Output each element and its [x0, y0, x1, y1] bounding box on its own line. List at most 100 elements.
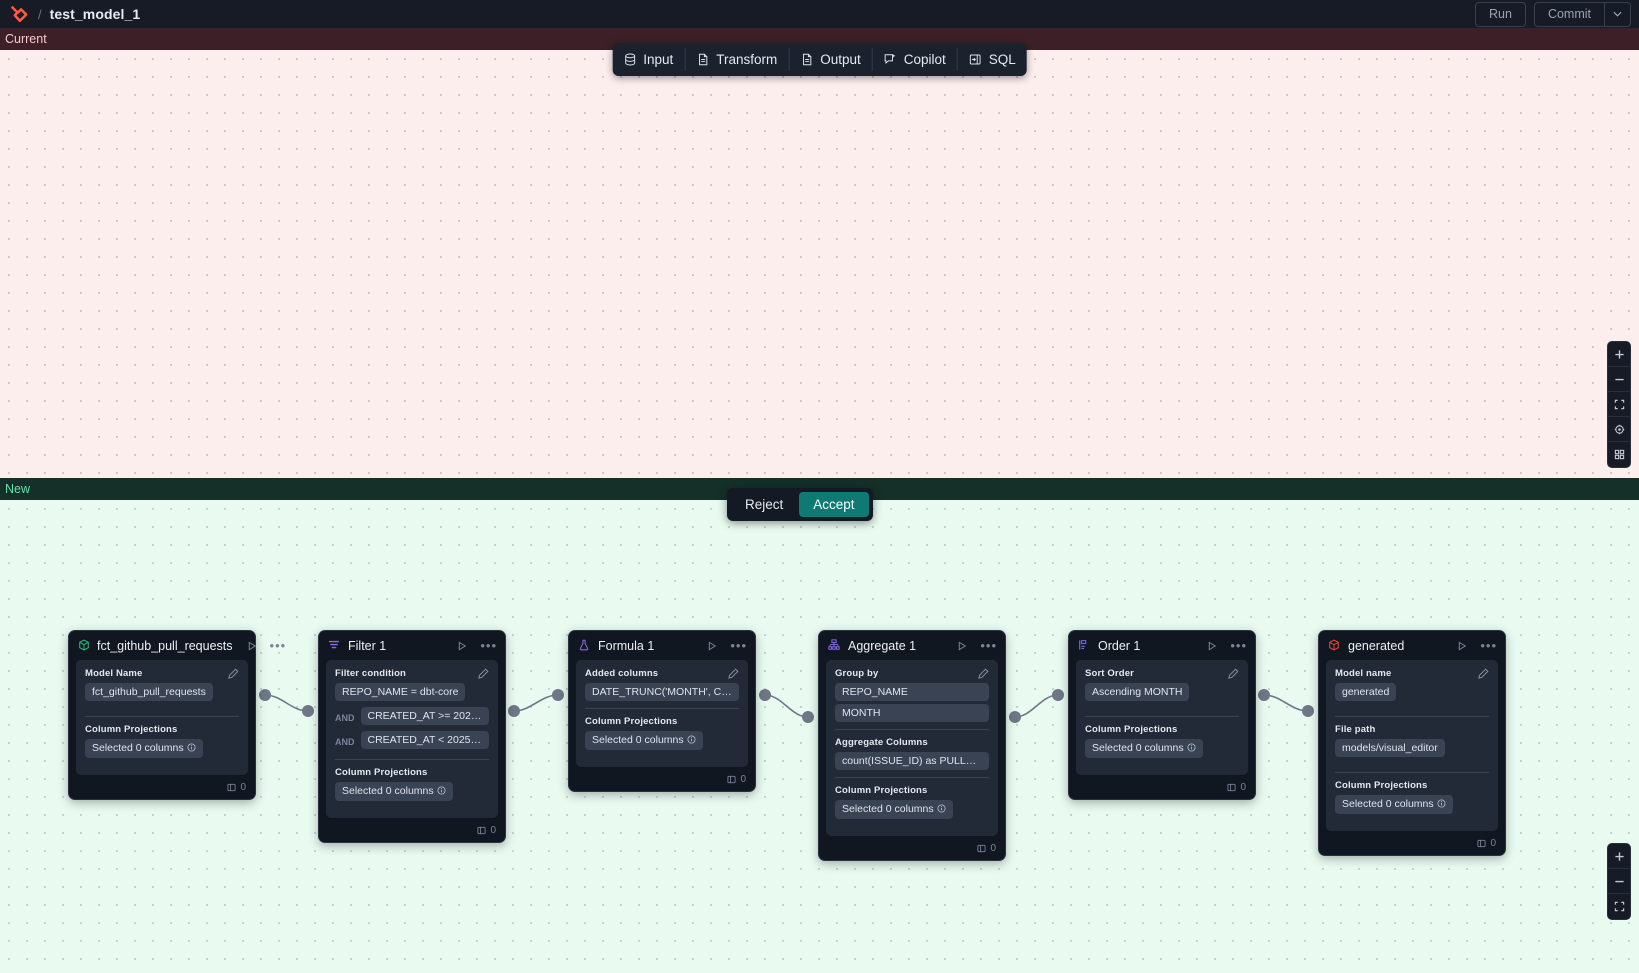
more-horizontal-icon[interactable]: •••	[980, 638, 997, 653]
node-aggregate-1[interactable]: Aggregate 1 ••• Group by REPO_NAME MONTH…	[818, 630, 1006, 861]
node-order-1[interactable]: Order 1 ••• Sort Order Ascending MONTH C…	[1068, 630, 1256, 800]
more-horizontal-icon[interactable]: •••	[1230, 638, 1247, 653]
pencil-icon[interactable]	[478, 668, 489, 679]
zoom-in-icon[interactable]	[1608, 844, 1630, 869]
column-projections-value[interactable]: Selected 0 columns	[1335, 795, 1453, 814]
pencil-icon[interactable]	[228, 668, 239, 679]
toolbar-item-copilot-label: Copilot	[903, 52, 946, 67]
section-label: Filter condition	[335, 668, 407, 679]
cube-green-icon	[78, 639, 90, 652]
play-icon[interactable]	[247, 640, 257, 651]
info-icon[interactable]	[187, 743, 196, 755]
node-generated[interactable]: generated ••• Model name generated File …	[1318, 630, 1506, 856]
filter-condition-value[interactable]: REPO_NAME = dbt-core	[335, 683, 466, 701]
divider	[1335, 772, 1489, 773]
toolbar-item-sql[interactable]: SQL	[958, 43, 1027, 76]
top-bar: / test_model_1 Run Commit	[0, 0, 1639, 28]
diff-action-bar: Reject Accept	[727, 488, 873, 521]
node-body: Model name generated File path models/vi…	[1326, 660, 1498, 831]
node-footer: 0	[819, 843, 1005, 860]
rows-icon	[1477, 839, 1486, 848]
filter-condition-value[interactable]: CREATED_AT >= 2024-12-01	[360, 707, 489, 725]
fit-view-icon[interactable]	[1608, 894, 1630, 919]
sort-order-value[interactable]: Ascending MONTH	[1085, 683, 1190, 701]
chevron-down-icon[interactable]	[1604, 2, 1630, 26]
pencil-icon[interactable]	[728, 668, 739, 679]
canvas-toolbar: Input Transform Output Copilot SQL	[612, 43, 1027, 76]
play-icon[interactable]	[957, 640, 967, 651]
info-icon[interactable]	[687, 735, 696, 747]
column-projections-text: Selected 0 columns	[1092, 742, 1184, 754]
rows-icon	[477, 826, 486, 835]
column-projections-value[interactable]: Selected 0 columns	[1085, 739, 1203, 758]
sql-panel-icon	[969, 53, 983, 67]
toolbar-divider	[956, 48, 958, 71]
row-count: 0	[740, 774, 746, 785]
toolbar-item-input[interactable]: Input	[612, 43, 684, 76]
pencil-icon[interactable]	[1478, 668, 1489, 679]
play-icon[interactable]	[457, 640, 467, 651]
node-footer: 0	[569, 774, 755, 791]
section-label: Column Projections	[1085, 724, 1178, 735]
toolbar-divider	[788, 48, 790, 71]
section-label: Model name	[1335, 668, 1392, 679]
top-bar-actions: Run Commit	[1475, 1, 1631, 27]
more-horizontal-icon[interactable]: •••	[730, 638, 747, 653]
grid-icon[interactable]	[1608, 442, 1630, 467]
node-header: Filter 1 •••	[319, 631, 505, 660]
info-icon[interactable]	[1187, 743, 1196, 755]
group-by-value[interactable]: MONTH	[835, 704, 989, 722]
column-projections-value[interactable]: Selected 0 columns	[835, 800, 953, 819]
node-body: Model Name fct_github_pull_requests Colu…	[76, 660, 248, 775]
section-label: Column Projections	[835, 785, 928, 796]
added-columns-value[interactable]: DATE_TRUNC('MONTH', CREATED_AT...	[585, 683, 739, 701]
pencil-icon[interactable]	[978, 668, 989, 679]
aggregate-columns-value[interactable]: count(ISSUE_ID) as PULL_REQUEST_...	[835, 752, 989, 770]
new-pane-zoom-controls	[1607, 843, 1631, 920]
toolbar-item-copilot[interactable]: Copilot	[873, 43, 957, 76]
filter-condition-row: REPO_NAME = dbt-core	[335, 683, 489, 704]
model-name-value[interactable]: generated	[1335, 683, 1397, 701]
node-formula-1[interactable]: Formula 1 ••• Added columns DATE_TRUNC('…	[568, 630, 756, 792]
group-by-value[interactable]: REPO_NAME	[835, 683, 989, 701]
more-horizontal-icon[interactable]: •••	[480, 638, 497, 653]
more-horizontal-icon[interactable]: •••	[269, 638, 287, 653]
copilot-sparkle-icon	[884, 53, 898, 67]
column-projections-value[interactable]: Selected 0 columns	[335, 782, 453, 801]
node-body: Sort Order Ascending MONTH Column Projec…	[1076, 660, 1248, 775]
dbt-logo-icon[interactable]	[8, 3, 30, 25]
filter-condition-value[interactable]: CREATED_AT < 2025-03-01	[360, 731, 489, 749]
play-icon[interactable]	[707, 640, 717, 651]
condition-operator: AND	[335, 712, 355, 723]
column-projections-value[interactable]: Selected 0 columns	[85, 739, 203, 758]
column-projections-value[interactable]: Selected 0 columns	[585, 731, 703, 750]
filter-condition-row: AND CREATED_AT >= 2024-12-01	[335, 707, 489, 728]
toolbar-item-transform[interactable]: Transform	[685, 43, 788, 76]
database-icon	[623, 52, 637, 67]
reject-button[interactable]: Reject	[745, 497, 784, 512]
fit-view-icon[interactable]	[1608, 392, 1630, 417]
play-icon[interactable]	[1207, 640, 1217, 651]
section-label: Column Projections	[335, 767, 428, 778]
info-icon[interactable]	[437, 786, 446, 798]
zoom-out-icon[interactable]	[1608, 869, 1630, 894]
run-button[interactable]: Run	[1475, 1, 1526, 27]
play-icon[interactable]	[1457, 640, 1467, 651]
current-canvas-grid[interactable]	[0, 50, 1639, 478]
model-name-value[interactable]: fct_github_pull_requests	[85, 683, 213, 701]
pencil-icon[interactable]	[1228, 668, 1239, 679]
info-icon[interactable]	[937, 804, 946, 816]
zoom-in-icon[interactable]	[1608, 342, 1630, 367]
info-icon[interactable]	[1437, 799, 1446, 811]
node-filter-1[interactable]: Filter 1 ••• Filter condition REPO_NAME …	[318, 630, 506, 843]
accept-button[interactable]: Accept	[799, 492, 869, 517]
more-horizontal-icon[interactable]: •••	[1480, 638, 1497, 653]
file-path-value[interactable]: models/visual_editor	[1335, 739, 1445, 757]
node-body: Group by REPO_NAME MONTH Aggregate Colum…	[826, 660, 998, 836]
divider	[585, 708, 739, 709]
commit-button[interactable]: Commit	[1547, 6, 1591, 21]
toolbar-item-output[interactable]: Output	[789, 43, 872, 76]
node-fct-github-pull-requests[interactable]: fct_github_pull_requests ••• Model Name …	[68, 630, 285, 800]
zoom-out-icon[interactable]	[1608, 367, 1630, 392]
center-icon[interactable]	[1608, 417, 1630, 442]
